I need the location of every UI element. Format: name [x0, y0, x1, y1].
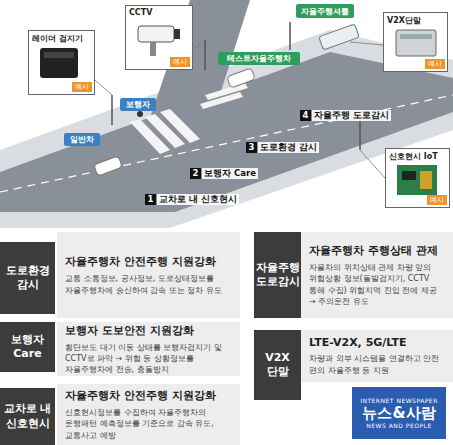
device-pictures	[402, 171, 416, 180]
device-pictures	[396, 30, 436, 56]
leader-lines	[193, 40, 205, 50]
road	[200, 92, 243, 109]
device-pictures	[420, 171, 432, 189]
callout-number: 1	[145, 194, 156, 205]
road	[160, 109, 200, 143]
node-text: 뉴스&사람	[362, 404, 435, 422]
watermark-box: INTERNET NEWSPAPER뉴스&사람NEWS AND PEOPLE	[352, 387, 446, 439]
node-title: 일반차	[70, 134, 94, 145]
node-text: 교통 소통정보, 공사정보, 도로상태정보를 자율주행차에 송신하여 감속 또는…	[65, 273, 232, 295]
poles	[111, 95, 113, 125]
category-box: 교차로 내 신호현시	[0, 388, 55, 445]
leader-lines	[95, 80, 112, 95]
device-pictures	[40, 48, 78, 78]
actor-tag: 보행자	[120, 98, 156, 111]
node-title: V2X단말	[387, 15, 421, 26]
example-tag: 예시	[72, 82, 92, 92]
node-title: 보행자 Care	[3, 333, 52, 362]
device-pictures	[40, 26, 437, 195]
node-title: INTERNET NEWSPAPER	[360, 397, 438, 404]
node-title: 자율주행차 안전주행 지원강화	[65, 254, 232, 269]
callout-grounds	[28, 5, 450, 208]
vehicle-tag: 테스트자율주행차	[218, 52, 300, 65]
example-tag: 예시	[170, 57, 190, 67]
poles	[204, 40, 206, 70]
description-panel: 보행자 도보안전 지원강화횡단보도 대기 이동 상태를 보행자검지기 및 CCT…	[57, 322, 240, 376]
callout-grounds	[28, 30, 95, 95]
node-title: 보행자	[126, 99, 150, 110]
callout-grounds	[383, 12, 448, 72]
callout-grounds	[385, 148, 450, 208]
node-title: 자율주행 도로감시	[256, 261, 300, 290]
device-callout: CCTV 예시	[125, 5, 193, 70]
vehicles	[227, 68, 256, 88]
device-pictures	[174, 29, 180, 39]
vehicles	[94, 156, 123, 176]
node-title: LTE-V2X, 5G/LTE	[309, 336, 445, 349]
leader-lines	[360, 150, 385, 178]
actor-tag: 일반차	[64, 133, 100, 146]
callout-number: 3	[246, 142, 257, 153]
callout-number: 4	[300, 110, 311, 121]
callout-label: 자율주행 도로감시	[312, 110, 391, 121]
node-title: 도로환경 감시	[3, 264, 52, 293]
node-text: 차량과 외부 시스템을 연결하고 안전 편의 자율주행 등 지원	[309, 353, 445, 375]
poles	[112, 22, 360, 150]
example-tag: 예시	[425, 59, 445, 69]
node-text: 횡단보도 대기 이동 상태를 보행자검지기 및 CCTV로 파악 → 위험 등 …	[65, 342, 232, 376]
description-panel: LTE-V2X, 5G/LTE 차량과 외부 시스템을 연결하고 안전 편의 자율…	[301, 330, 453, 382]
node-title: 신호현시 IoT	[389, 151, 438, 162]
callout-label: 보행자 Care	[202, 168, 258, 179]
category-box: 도로환경 감시	[0, 242, 55, 314]
node-title: 레이더 검지기	[32, 33, 83, 44]
device-pictures	[150, 42, 156, 56]
device-callout: 레이더 검지기예시	[28, 30, 95, 95]
node-title: 교차로 내 신호현시	[3, 402, 52, 431]
node-title: 자율주행차 주행상태 관제	[309, 243, 445, 258]
description-panel: 자율주행차 안전주행 지원강화교통 소통정보, 공사정보, 도로상태정보를 자율…	[57, 232, 240, 318]
vehicles	[319, 24, 359, 50]
node-title: 테스트자율주행차	[227, 53, 291, 64]
callout-number: 2	[190, 168, 201, 179]
device-pictures	[138, 26, 174, 42]
device-callout: 신호현시 IoT 예시	[385, 148, 450, 208]
road	[130, 83, 248, 154]
category-box: 보행자 Care	[0, 322, 55, 372]
leader-lines	[350, 42, 383, 45]
description-panel: 자율주행차 안전주행 지원강화신호현시정보를 수집하여 자율주행차의 운행패턴 …	[57, 384, 240, 445]
node-title: 보행자 도보안전 지원강화	[65, 323, 232, 338]
callout-label: 교차로 내 신호현시	[157, 194, 239, 205]
example-tag: 예시	[427, 195, 447, 205]
node-title: 자율주행셔틀	[301, 6, 349, 17]
node-title: CCTV	[129, 8, 152, 17]
callout-label: 도로환경 감시	[258, 142, 319, 153]
category-box: V2X 단말	[254, 330, 301, 400]
device-pictures	[397, 165, 437, 195]
vehicles	[137, 111, 143, 117]
vehicle-tag: 자율주행셔틀	[296, 4, 354, 18]
device-pictures	[400, 34, 432, 39]
node-title: V2X 단말	[257, 351, 298, 380]
node-text: 자율차의 위치상태 관제 차량 앞의 위험상황 정보(돌발검지기, CCTV 통…	[309, 262, 445, 307]
poles	[359, 120, 361, 150]
category-box: 자율주행 도로감시	[254, 232, 301, 318]
node-text: NEWS AND PEOPLE	[366, 422, 431, 429]
poles	[289, 22, 291, 50]
node-title: 자율주행차 안전주행 지원강화	[65, 388, 232, 403]
callout-grounds	[125, 5, 193, 70]
description-panel: 자율주행차 주행상태 관제자율차의 위치상태 관제 차량 앞의 위험상황 정보(…	[301, 232, 453, 318]
device-pictures	[44, 52, 74, 58]
road	[0, 0, 453, 228]
node-text: 신호현시정보를 수집하여 자율주행차의 운행패턴 예측정보를 기준으로 감속 유…	[65, 407, 232, 441]
device-callout: V2X단말예시	[383, 12, 448, 72]
